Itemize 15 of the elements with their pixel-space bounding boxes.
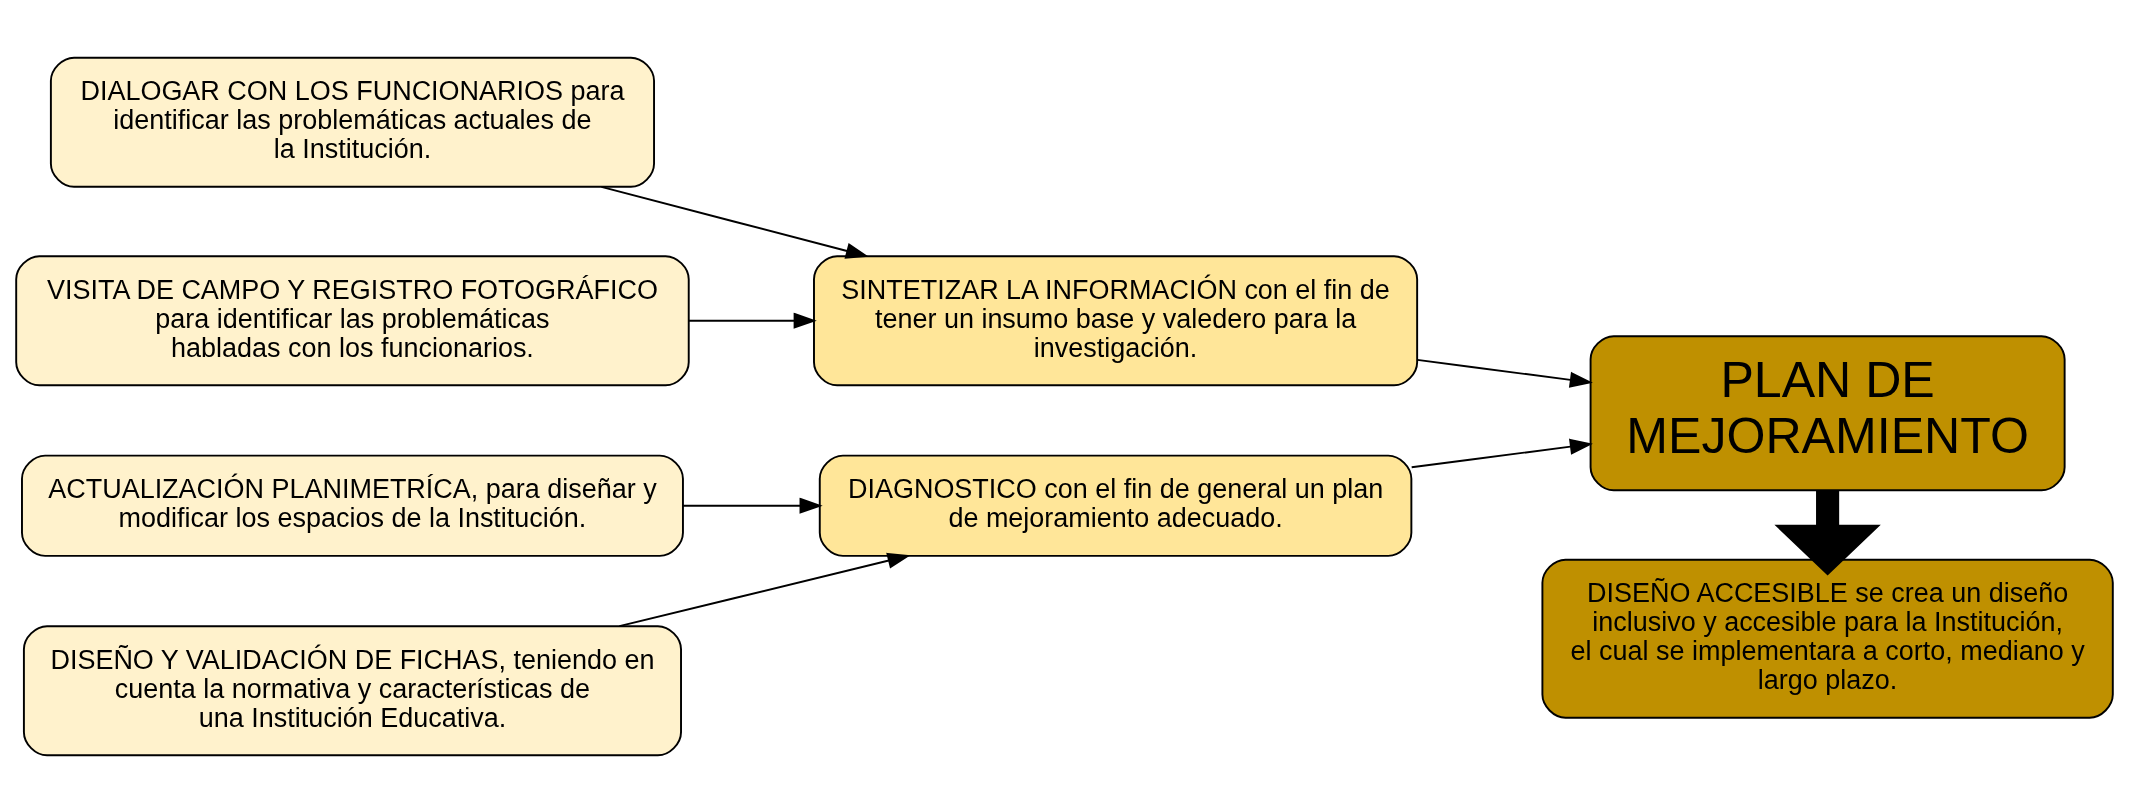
node-box: DIALOGAR CON LOS FUNCIONARIOS para identificar las problemáticas actuales de la Institución.	[49, 56, 655, 188]
arrow	[1774, 489, 1881, 575]
arrow	[618, 552, 911, 627]
arrow	[688, 312, 817, 329]
node-box: SINTETIZAR LA INFORMACIÓN con el fin de tener un insumo base y valedero para la investigación.	[813, 254, 1419, 386]
node-box: PLAN DE MEJORAMIENTO	[1589, 334, 2066, 491]
arrow	[1410, 438, 1593, 468]
node-box: DIAGNOSTICO con el fin de general un plan de mejoramiento adecuado.	[818, 454, 1413, 557]
arrow	[682, 497, 823, 514]
arrow	[600, 185, 869, 259]
arrow	[1416, 358, 1593, 388]
node-box: DISEÑO Y VALIDACIÓN DE FICHAS, teniendo en cuenta la normativa y características de una Institución Educativa.	[22, 624, 682, 756]
node-box: VISITA DE CAMPO Y REGISTRO FOTOGRÁFICO para identificar las problemáticas habladas con los funcionarios.	[15, 254, 690, 386]
node-box: DISEÑO ACCESIBLE se crea un diseño inclusivo y accesible para la Institución, el cual se implementara a corto, mediano y largo plazo.	[1541, 558, 2114, 719]
node-box: ACTUALIZACIÓN PLANIMETRÍCA, para diseñar y modificar los espacios de la Institución.	[21, 454, 684, 557]
